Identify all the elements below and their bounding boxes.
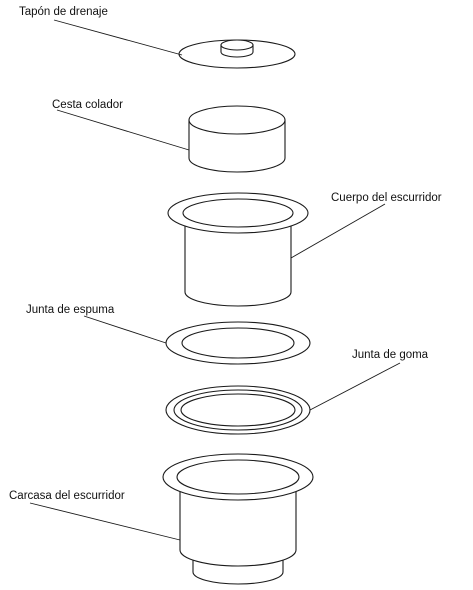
rubber-gasket-label: Junta de goma	[352, 349, 429, 361]
strainer-body-leader	[290, 203, 386, 259]
foam-gasket-leader	[83, 315, 167, 344]
foam-gasket-label: Junta de espuma	[26, 304, 115, 316]
strainer-housing-leader	[29, 502, 181, 541]
strainer-basket-part	[188, 105, 286, 173]
drain-stopper-leader	[53, 19, 183, 56]
rubber-gasket-leader	[309, 362, 401, 411]
strainer-basket-label: Cesta colador	[52, 99, 123, 111]
strainer-housing-label: Carcasa del escurridor	[9, 490, 125, 502]
drain-stopper-part	[178, 39, 296, 69]
rubber-gasket-part	[165, 385, 311, 435]
strainer-body-part	[167, 192, 309, 307]
strainer-body-label: Cuerpo del escurridor	[331, 192, 442, 204]
drain-stopper-label: Tapón de drenaje	[19, 6, 108, 18]
strainer-housing-part	[162, 453, 314, 585]
strainer-basket-leader	[56, 109, 190, 151]
foam-gasket-part	[165, 321, 311, 365]
